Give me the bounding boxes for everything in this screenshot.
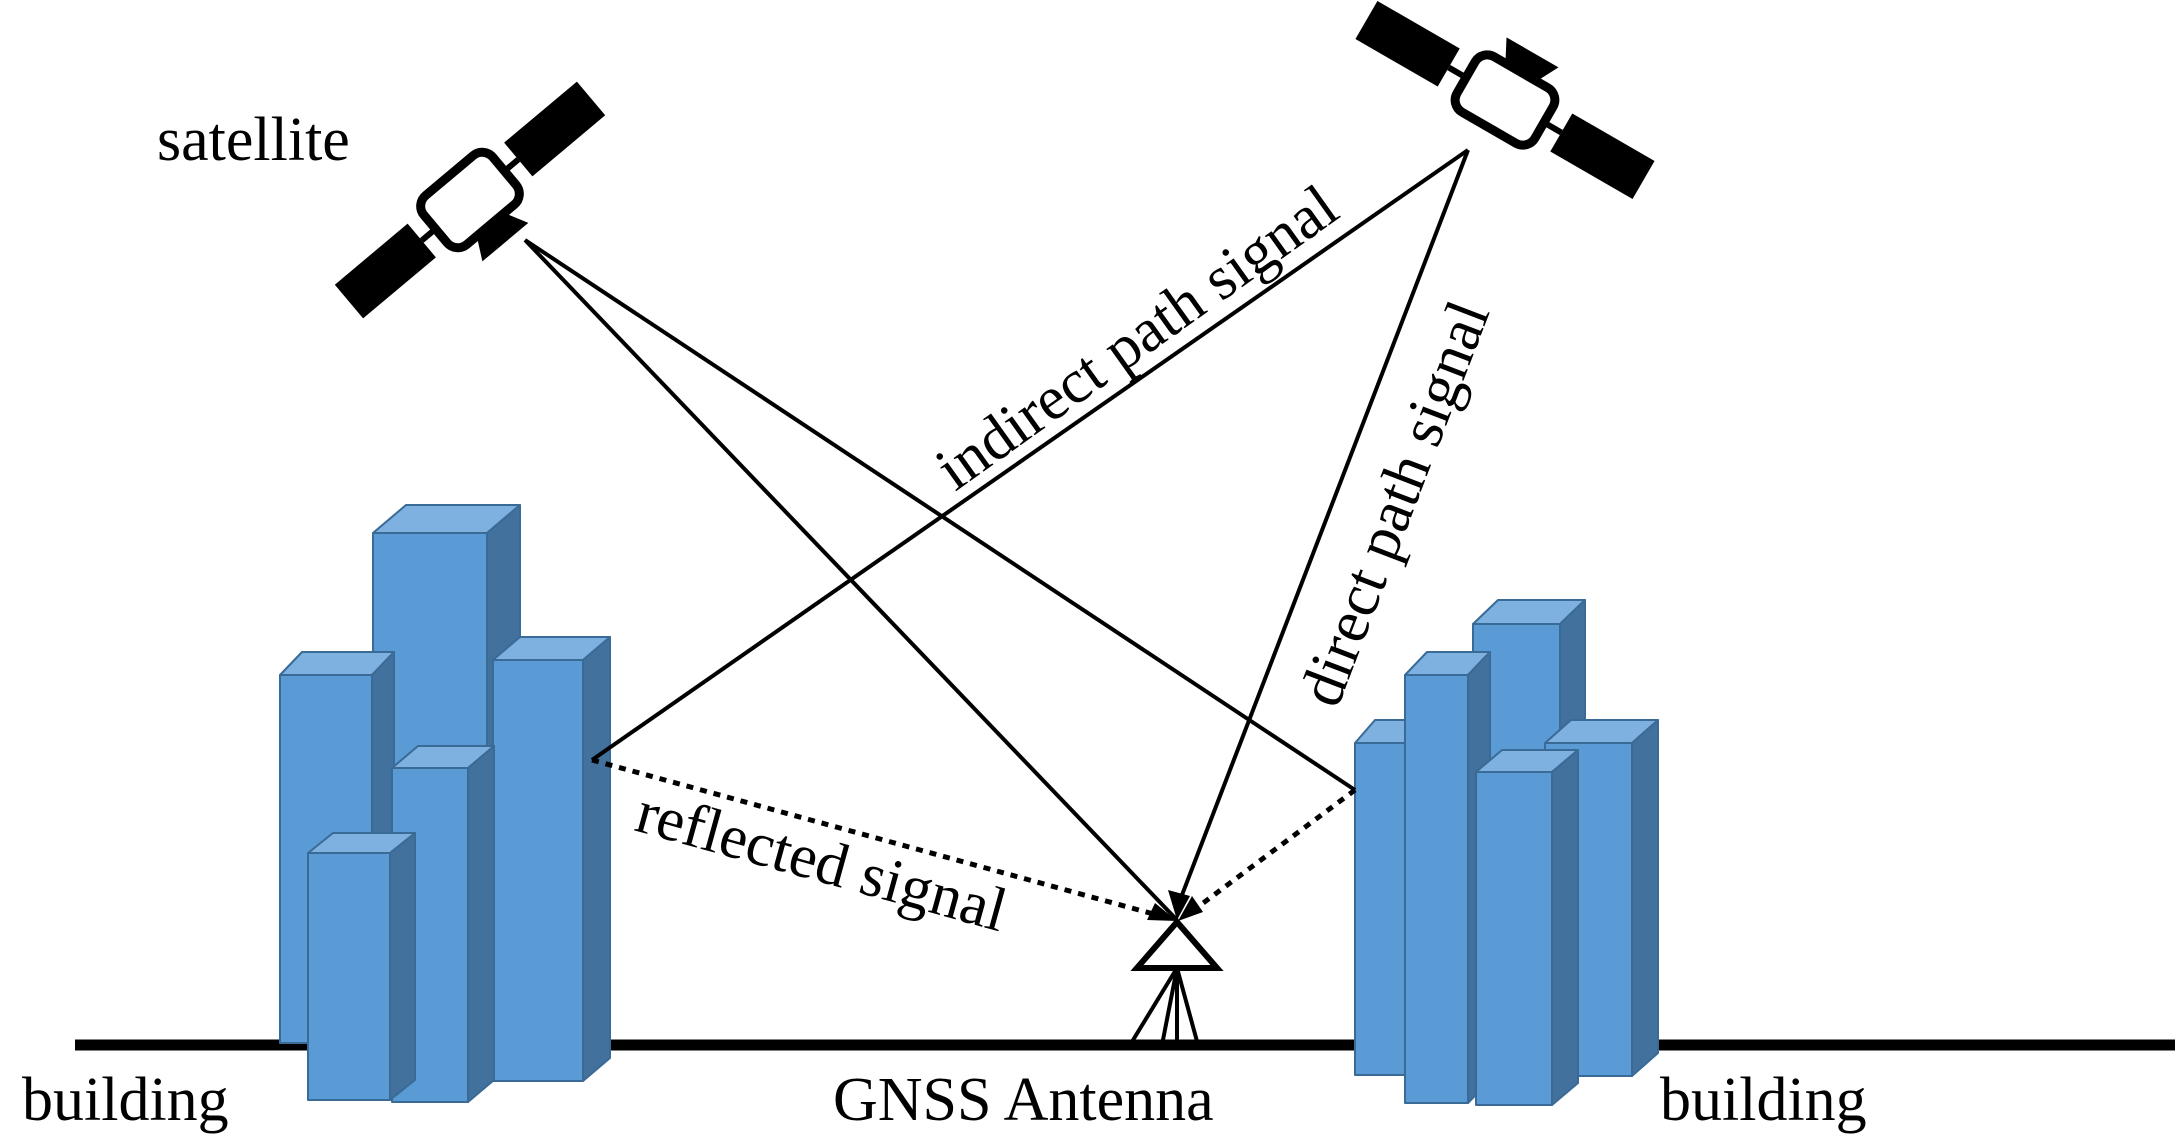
building-label-right: building <box>1660 1066 1867 1134</box>
indirect-path-signal-label: indirect path signal <box>924 172 1350 503</box>
left-building-cluster <box>279 504 611 1103</box>
satellite-icon <box>334 81 606 319</box>
antenna-icon <box>1128 917 1224 1047</box>
reflected-signal-line-right <box>1185 787 1357 918</box>
direct-path-arrowhead <box>1168 890 1190 920</box>
reflected-arrowhead-left <box>1147 903 1177 921</box>
indirect-signal-line-left-sat <box>523 238 1357 792</box>
reflected-arrowhead-right <box>1178 896 1203 921</box>
satellite-label: satellite <box>157 106 350 174</box>
indirect-path-line <box>590 148 1470 762</box>
satellite-icon-right <box>1355 0 1655 200</box>
right-building-cluster <box>1354 599 1659 1106</box>
direct-path-line <box>1175 149 1470 909</box>
gnss-antenna-label: GNSS Antenna <box>833 1066 1214 1134</box>
reflected-signal-line-left <box>591 757 1169 921</box>
building-label-left: building <box>22 1066 229 1134</box>
